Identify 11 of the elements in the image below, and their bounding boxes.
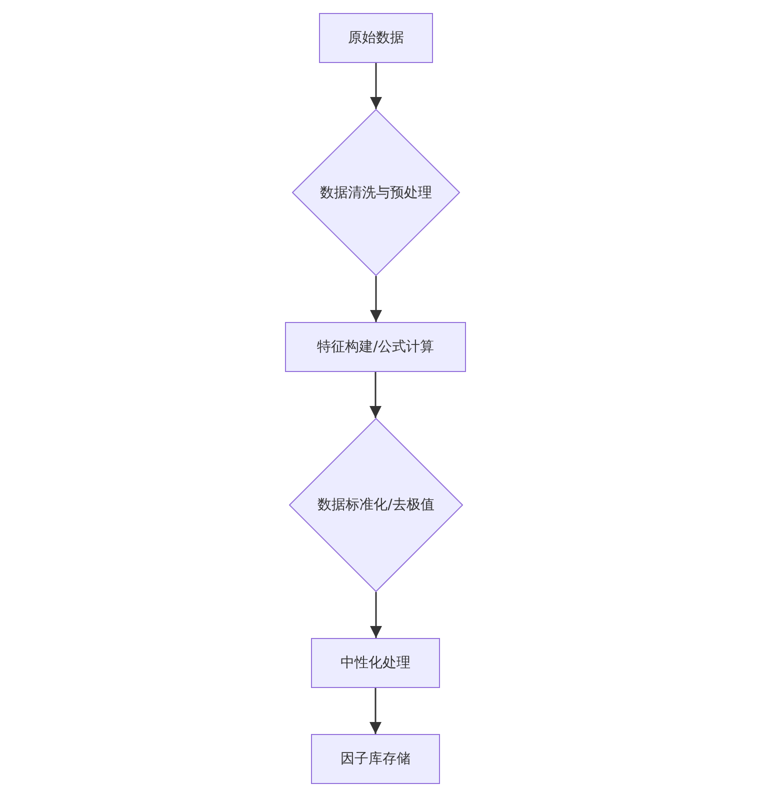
arrow xyxy=(370,276,382,322)
arrow xyxy=(370,372,382,418)
arrow xyxy=(370,688,382,734)
arrow xyxy=(370,63,382,109)
arrow xyxy=(370,592,382,638)
process-box: 原始数据 xyxy=(319,13,433,63)
process-box: 中性化处理 xyxy=(311,638,440,688)
decision-diamond: 数据标准化/去极值 xyxy=(289,418,463,592)
process-box: 因子库存储 xyxy=(311,734,440,784)
process-box: 特征构建/公式计算 xyxy=(285,322,466,372)
decision-diamond: 数据清洗与预处理 xyxy=(292,109,460,276)
